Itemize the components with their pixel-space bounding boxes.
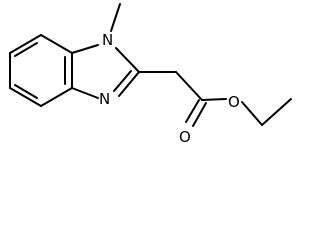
bond-ch2-carbonyl <box>175 71 203 101</box>
atom-label-n1: N <box>102 31 113 49</box>
bond-benzene-6 <box>40 34 73 54</box>
bond-benzene-1 <box>9 34 42 54</box>
bond-n3-c3a <box>71 87 99 99</box>
bond-c2-n3 <box>118 71 140 97</box>
atom-label-o-ester: O <box>228 93 240 111</box>
bond-benzene-3 <box>9 87 42 107</box>
bond-oester-ch2 <box>241 101 263 126</box>
atom-label-n3: N <box>99 90 110 108</box>
bond-carbonyl-o-double-b <box>192 102 207 127</box>
atom-label-o-carbonyl: O <box>179 128 191 146</box>
bond-n1-methyl <box>110 3 121 32</box>
bond-benzene-1-inner <box>14 42 38 57</box>
bond-n1-c2 <box>115 47 140 73</box>
molecule-drawing: N N O O <box>9 3 292 146</box>
bond-ethyl <box>261 98 292 126</box>
bond-c7a-n1 <box>71 44 99 54</box>
bond-c2-n3-inner <box>113 70 132 92</box>
structure-canvas: N N O O <box>9 3 292 146</box>
bond-benzene-4 <box>40 87 73 107</box>
bond-benzene-3-inner <box>14 84 38 99</box>
bond-carbonyl-o-double-a <box>185 99 200 123</box>
bond-carbonyl-oester <box>201 98 227 101</box>
